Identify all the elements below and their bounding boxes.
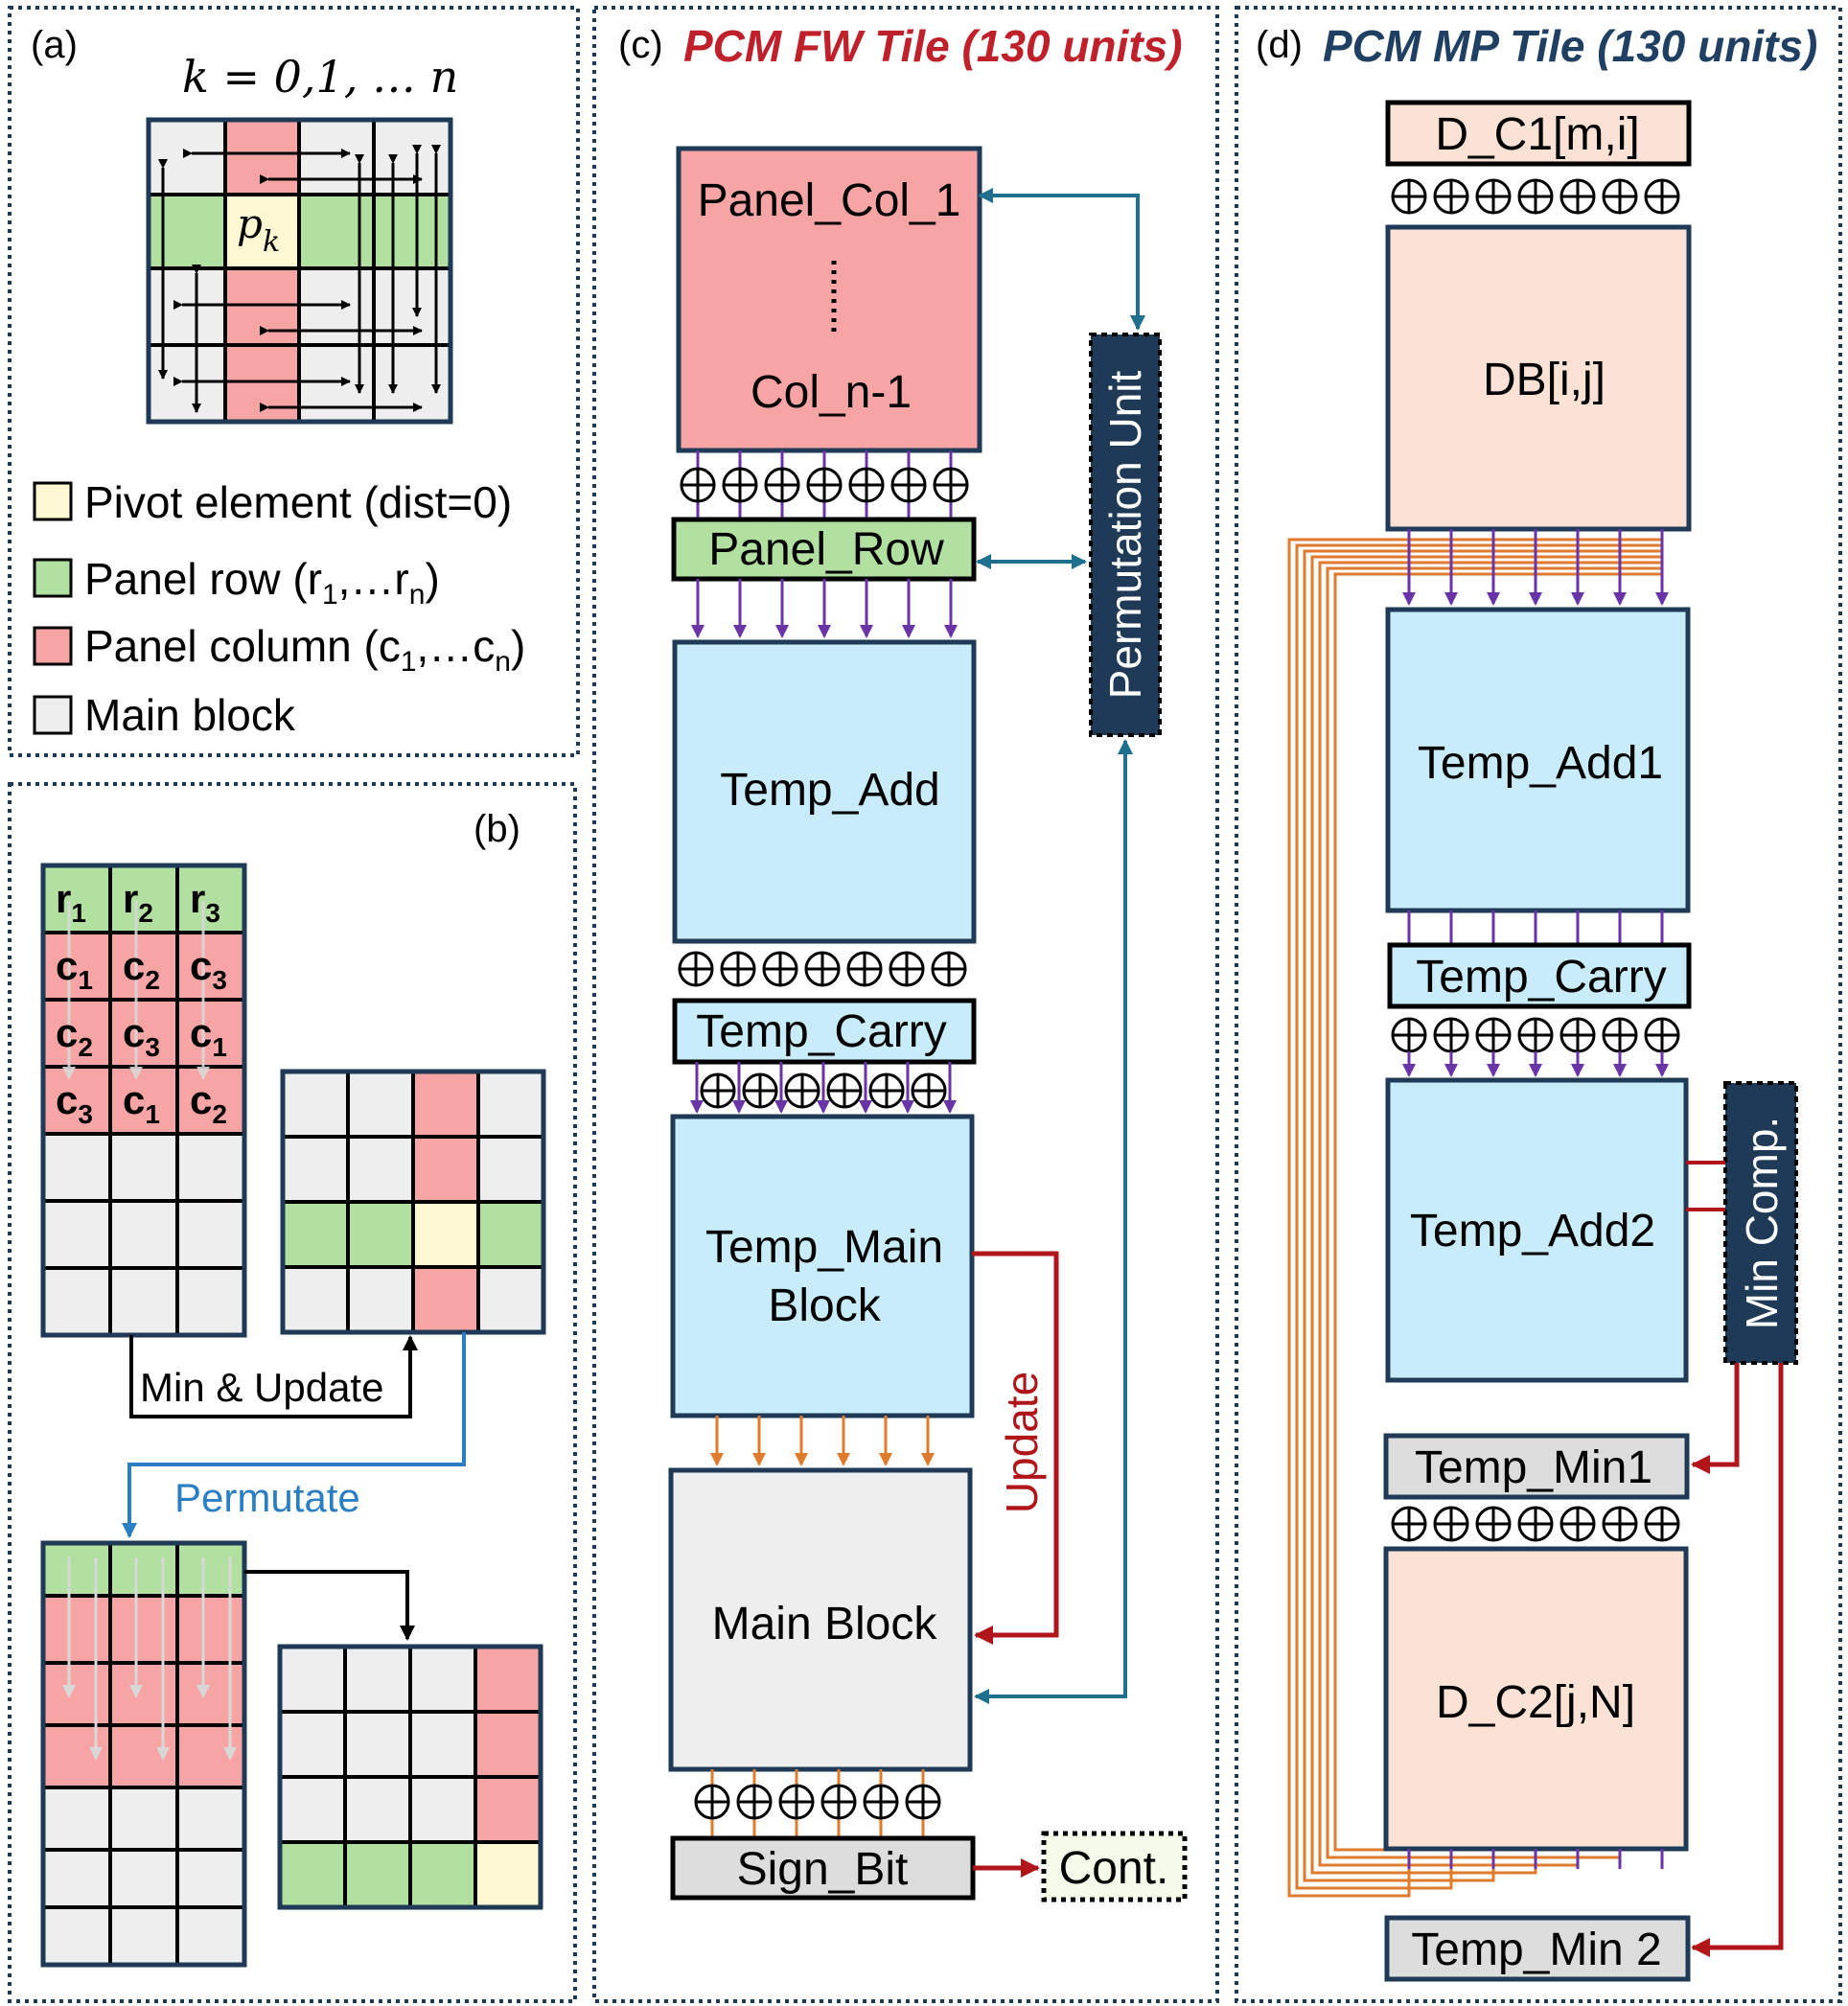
temp-carry-block-d: Temp_Carry (1387, 942, 1692, 1009)
svg-text:Temp_Add1: Temp_Add1 (1418, 738, 1663, 789)
svg-text:Temp_Carry: Temp_Carry (1416, 952, 1666, 1003)
pivot-cell (225, 195, 299, 268)
panel-d-label: (d) (1256, 24, 1303, 66)
legend: Pivot element (dist=0) Panel row (r1,…rn… (33, 477, 525, 740)
panel-c-title: PCM FW Tile (130 units) (683, 21, 1183, 71)
adder-row-c2 (678, 951, 967, 987)
panel-b-label: (b) (474, 808, 520, 850)
svg-text:Min Comp.: Min Comp. (1737, 1117, 1787, 1329)
sign-bit-block: Sign_Bit (670, 1835, 976, 1901)
adder-row-c1 (680, 467, 969, 503)
svg-text:Panel row (r1,…rn): Panel row (r1,…rn) (84, 554, 440, 611)
svg-text:Panel column (c1,…cn): Panel column (c1,…cn) (84, 621, 525, 678)
permutate-connector: Permutate (122, 1332, 466, 1538)
min-update-label: Min & Update (140, 1365, 383, 1410)
svg-text:Sign_Bit: Sign_Bit (737, 1844, 909, 1895)
pivot-subscript: k (263, 225, 280, 259)
temp-min2-block: Temp_Min 2 (1384, 1915, 1691, 1982)
header-cell-r3: r3 (190, 876, 220, 928)
svg-text:Panel_Row: Panel_Row (708, 524, 944, 575)
adder-row-c4 (694, 1784, 941, 1820)
svg-text:Temp_Min1: Temp_Min1 (1415, 1442, 1652, 1493)
legend-item-panel-row: Panel row (r1,…rn) (33, 554, 440, 611)
svg-text:Temp_Add: Temp_Add (720, 765, 939, 816)
panel-a: (a) k = 0,1, … n p k (31, 24, 525, 740)
grid-b-bottomleft (40, 1540, 247, 1968)
temp-carry-block-c: Temp_Carry (672, 998, 977, 1065)
panel-a-frame (8, 6, 580, 757)
cont-block: Cont. (1041, 1831, 1188, 1902)
orange-bus (1287, 538, 1664, 1898)
col-cell: c3 (190, 943, 227, 995)
col-cell: c2 (123, 943, 160, 995)
svg-text:Permutation Unit: Permutation Unit (1100, 370, 1150, 699)
col-cell: c1 (190, 1010, 227, 1062)
adder-row-d2 (1391, 1017, 1680, 1053)
permutation-unit: Permutation Unit (1089, 333, 1162, 737)
grid-b-bottomright (277, 1644, 543, 1910)
adder-row-d3 (1391, 1506, 1680, 1542)
temp-add1-block: Temp_Add1 (1385, 607, 1691, 913)
col-cell: c2 (56, 1010, 93, 1062)
grid-b-topleft: r1 r2 r3 c1 c2 c3 c2 c3 c1 c3 c1 c2 (40, 863, 247, 1338)
panel-c: (c) PCM FW Tile (130 units) Panel_Col_1 … (618, 21, 1188, 1902)
panel-b: (b) r1 r2 (40, 808, 546, 1968)
temp-add-block: Temp_Add (672, 639, 977, 944)
svg-text:Temp_Min 2: Temp_Min 2 (1411, 1925, 1661, 1975)
temp-min1-block: Temp_Min1 (1383, 1433, 1690, 1500)
main-block: Main Block (668, 1467, 973, 1772)
k-expression: k = 0,1, … n (182, 51, 458, 103)
panel-row-block: Panel_Row (671, 517, 977, 582)
svg-text:DB[i,j]: DB[i,j] (1483, 355, 1605, 405)
svg-text:Temp_Main: Temp_Main (705, 1222, 943, 1273)
svg-text:Main Block: Main Block (712, 1599, 938, 1649)
svg-text:D_C1[m,i]: D_C1[m,i] (1435, 109, 1639, 160)
svg-text:Pivot element (dist=0): Pivot element (dist=0) (84, 477, 512, 527)
pivot-symbol: p (237, 200, 263, 247)
temp-add2-block: Temp_Add2 (1385, 1077, 1689, 1383)
svg-text:Block: Block (768, 1280, 881, 1331)
min-update-connector: Min & Update (129, 1335, 418, 1418)
header-cell-r2: r2 (123, 876, 153, 928)
svg-text:Panel_Col_1: Panel_Col_1 (698, 175, 961, 226)
panel-d-title: PCM MP Tile (130 units) (1323, 21, 1817, 71)
db-block: DB[i,j] (1385, 224, 1692, 532)
legend-item-main-block: Main block (33, 690, 296, 740)
panel-d: (d) PCM MP Tile (130 units) D_C1[m,i] DB… (1256, 21, 1817, 1982)
svg-text:Main block: Main block (84, 690, 296, 740)
col-cell: c1 (56, 943, 93, 995)
col-cell: c1 (123, 1077, 160, 1129)
dc1-block: D_C1[m,i] (1385, 100, 1692, 167)
update-label: Update (997, 1372, 1047, 1513)
col-cell: c3 (123, 1010, 160, 1062)
dc2-block: D_C2[j,N] (1383, 1546, 1689, 1852)
pivot-matrix: p k (146, 117, 453, 425)
min-comp-block: Min Comp. (1723, 1081, 1798, 1365)
permutate-label: Permutate (174, 1475, 360, 1520)
svg-text:Temp_Carry: Temp_Carry (696, 1006, 946, 1057)
legend-item-pivot: Pivot element (dist=0) (33, 477, 512, 527)
svg-text:Temp_Add2: Temp_Add2 (1410, 1206, 1655, 1257)
col-cell: c3 (56, 1077, 93, 1129)
adder-row-d1 (1391, 178, 1680, 215)
panel-c-frame (592, 6, 1219, 2003)
connector-to-bottomright (244, 1570, 415, 1641)
panel-b-frame (8, 782, 577, 2003)
col-cell: c2 (190, 1077, 227, 1129)
svg-text:Cont.: Cont. (1059, 1843, 1169, 1894)
temp-main-block: Temp_Main Block (670, 1114, 975, 1418)
panel-col-block: Panel_Col_1 Col_n-1 (676, 146, 982, 453)
panel-a-label: (a) (31, 24, 78, 66)
header-cell-r1: r1 (56, 876, 86, 928)
legend-item-panel-column: Panel column (c1,…cn) (33, 621, 525, 678)
grid-b-topright (280, 1069, 546, 1335)
panel-d-frame (1235, 6, 1842, 2003)
panel-c-label: (c) (618, 24, 663, 66)
svg-text:D_C2[j,N]: D_C2[j,N] (1436, 1677, 1635, 1728)
svg-text:Col_n-1: Col_n-1 (751, 367, 912, 418)
